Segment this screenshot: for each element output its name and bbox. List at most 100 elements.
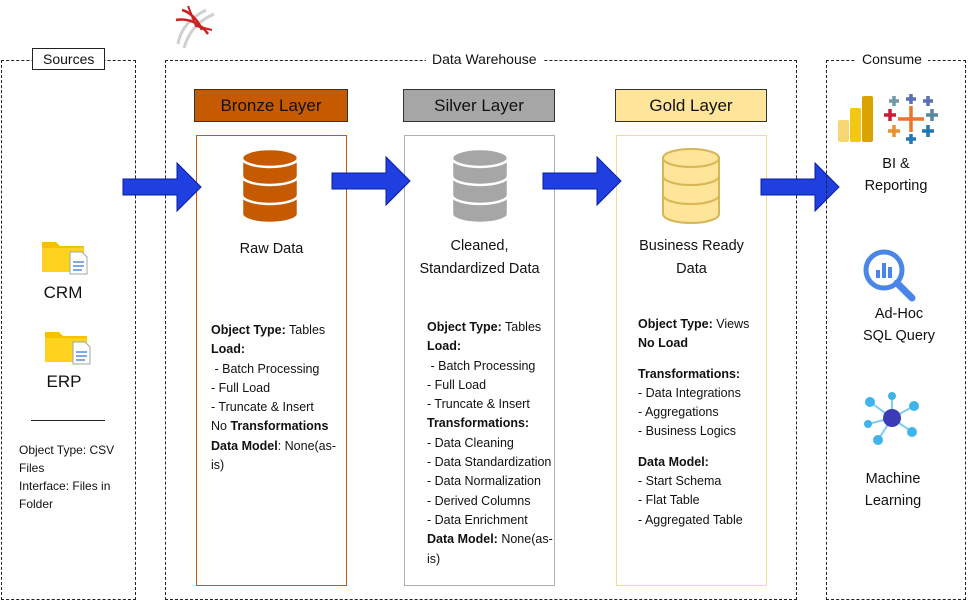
silver-detail-line: - Batch Processing — [427, 357, 553, 376]
detail-text: Views — [712, 317, 750, 331]
arrow-right-icon — [760, 161, 840, 213]
gold-detail-line: - Aggregations — [638, 403, 749, 422]
bronze-detail-line: - Full Load — [211, 379, 336, 398]
bronze-database-icon — [240, 147, 300, 225]
detail-text: - Truncate & Insert — [211, 400, 314, 415]
machine-learning-network-icon — [864, 392, 919, 445]
silver-detail-line: - Data Standardization — [427, 453, 553, 472]
silver-database-icon — [450, 147, 510, 225]
silver-detail-line: Data Model: None(as- — [427, 530, 553, 549]
gold-detail-line: - Data Integrations — [638, 384, 749, 403]
detail-text: Tables — [501, 320, 542, 334]
crm-folder-icon — [42, 242, 88, 275]
gold-detail-line: Object Type: Views — [638, 315, 749, 334]
detail-bold-text: Object Type: — [211, 323, 286, 337]
silver-caption: Cleaned, Standardized Data — [404, 235, 555, 281]
source-detail-line: Files — [19, 461, 45, 475]
bigquery-icon — [863, 249, 916, 302]
detail-text: - Batch Processing — [211, 361, 320, 376]
detail-bold-text: Transformations — [230, 419, 329, 434]
silver-layer-box — [404, 135, 555, 586]
list-spacer — [638, 354, 749, 365]
detail-bold-text: Object Type: — [638, 317, 713, 331]
detail-bold-text: Object Type: — [427, 320, 502, 334]
silver-detail-line: - Derived Columns — [427, 492, 553, 511]
detail-text: No — [211, 419, 231, 434]
source-detail-line: Folder — [19, 497, 54, 511]
data-warehouse-tag: Data Warehouse — [426, 50, 543, 68]
detail-text: Tables — [285, 323, 326, 337]
silver-layer-title: Silver Layer — [403, 89, 555, 122]
gold-layer-title: Gold Layer — [615, 89, 767, 122]
arrow-right-icon — [122, 161, 202, 213]
detail-text: - Batch Processing — [427, 358, 536, 373]
detail-text: - Aggregations — [638, 405, 719, 420]
bi-reporting-label: BI & Reporting — [836, 153, 956, 197]
gold-database-icon — [662, 148, 720, 224]
silver-detail-line: - Full Load — [427, 376, 553, 395]
detail-text: - Data Integrations — [638, 385, 741, 400]
detail-text: - Truncate & Insert — [427, 397, 530, 412]
adhoc-sql-label: Ad-Hoc SQL Query — [839, 303, 959, 347]
detail-text: - Business Logics — [638, 424, 736, 439]
gold-detail-line: - Aggregated Table — [638, 511, 749, 530]
tableau-icon — [884, 94, 938, 144]
detail-bold-text: Data Model — [211, 438, 278, 453]
gold-caption-line: Business Ready — [639, 238, 744, 254]
detail-bold-text: Data Model: — [427, 532, 498, 547]
detail-text: - Start Schema — [638, 474, 722, 489]
gold-detail-line: - Business Logics — [638, 422, 749, 441]
bi-label-line: Reporting — [864, 178, 928, 194]
gold-detail-line: - Flat Table — [638, 491, 749, 510]
gold-caption: Business Ready Data — [616, 235, 767, 281]
bronze-detail-line: is) — [211, 456, 336, 475]
detail-text: - Data Cleaning — [427, 435, 514, 450]
adhoc-label-line: SQL Query — [863, 328, 935, 344]
sources-tag: Sources — [32, 48, 106, 70]
detail-text: - Data Standardization — [427, 455, 552, 470]
machine-learning-label: Machine Learning — [833, 468, 953, 512]
detail-bold-text: No Load — [638, 336, 688, 351]
silver-detail-line: Load: — [427, 337, 553, 356]
detail-bold-text: Transformations: — [427, 416, 530, 431]
detail-bold-text: Load: — [427, 339, 462, 354]
bronze-layer-title: Bronze Layer — [194, 89, 348, 122]
gold-detail-line: - Start Schema — [638, 472, 749, 491]
bronze-layer-box — [196, 135, 347, 586]
detail-text: - Derived Columns — [427, 493, 531, 508]
silver-detail-line: Transformations: — [427, 414, 553, 433]
bronze-detail-line: - Batch Processing — [211, 360, 336, 379]
crm-label: CRM — [43, 283, 83, 302]
detail-text: - Flat Table — [638, 493, 700, 508]
detail-text: : None(as- — [277, 438, 337, 453]
detail-text: is) — [211, 458, 225, 473]
detail-text: - Data Enrichment — [427, 512, 528, 527]
bronze-detail-line: No Transformations — [211, 417, 336, 436]
source-detail-line: Object Type: CSV — [19, 443, 115, 457]
detail-text: - Aggregated Table — [638, 512, 743, 527]
adhoc-label-line: Ad-Hoc — [874, 306, 924, 322]
sources-divider — [31, 420, 105, 421]
sources-details: Object Type: CSV Files Interface: Files … — [19, 441, 114, 513]
detail-text: - Full Load — [427, 377, 487, 392]
consume-tag: Consume — [856, 50, 928, 68]
bronze-detail-line: Data Model: None(as- — [211, 437, 336, 456]
ml-label-line: Machine — [865, 471, 921, 487]
silver-detail-line: is) — [427, 550, 553, 569]
silver-detail-line: Object Type: Tables — [427, 318, 553, 337]
silver-detail-line: - Data Enrichment — [427, 511, 553, 530]
list-spacer — [638, 442, 749, 453]
detail-text: - Full Load — [211, 380, 271, 395]
detail-bold-text: Load: — [211, 342, 246, 357]
silver-caption-line: Cleaned, — [450, 238, 509, 254]
bronze-detail-line: - Truncate & Insert — [211, 398, 336, 417]
bronze-caption-line: Raw Data — [239, 241, 304, 257]
silver-detail-line: - Data Normalization — [427, 472, 553, 491]
erp-folder-icon — [45, 332, 91, 365]
bronze-detail-line: Load: — [211, 340, 336, 359]
gold-detail-line: Data Model: — [638, 453, 749, 472]
arrow-right-icon — [542, 155, 622, 207]
